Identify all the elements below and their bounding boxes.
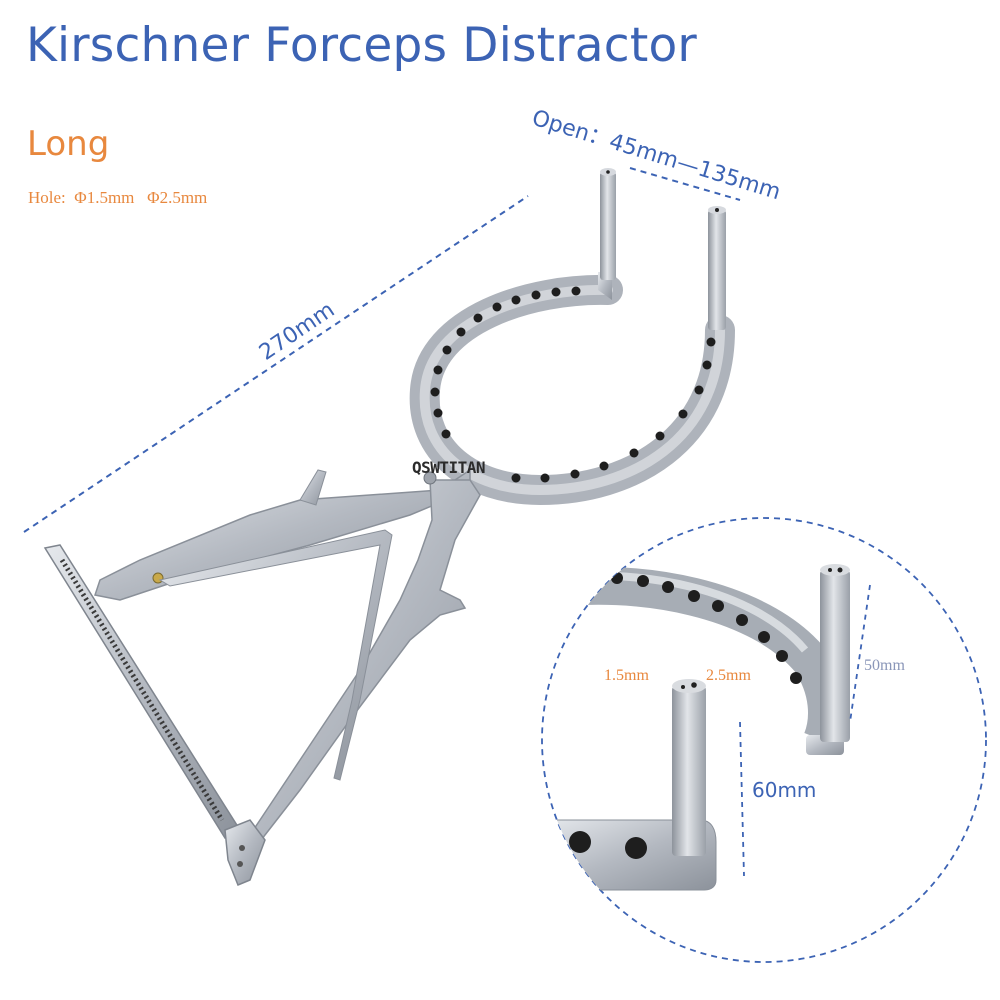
open-dimension-line <box>629 167 741 201</box>
distractor-ring <box>409 274 735 506</box>
product-title: Kirschner Forceps Distractor <box>26 18 697 73</box>
hole-sizes-label: Hole: Φ1.5mm Φ2.5mm <box>28 188 208 207</box>
pin-height-detail-line <box>849 584 871 723</box>
forceps-arms <box>94 468 481 872</box>
ring-pins <box>598 168 726 330</box>
detail-zoom <box>542 564 850 891</box>
hole-large-label: 2.5mm <box>706 667 751 684</box>
spring-blade <box>158 529 393 781</box>
pin-height-label: 60mm <box>752 778 817 802</box>
hinge <box>224 819 266 886</box>
pin-height-line <box>739 721 745 877</box>
hole-small-label: 1.5mm <box>604 667 649 684</box>
variant-label: Long <box>27 124 110 164</box>
detail-circle <box>541 517 987 963</box>
brand-engraving: QSWTITAN <box>412 458 486 477</box>
pin-height-detail-label: 50mm <box>864 657 905 674</box>
length-dimension-line <box>23 195 529 533</box>
